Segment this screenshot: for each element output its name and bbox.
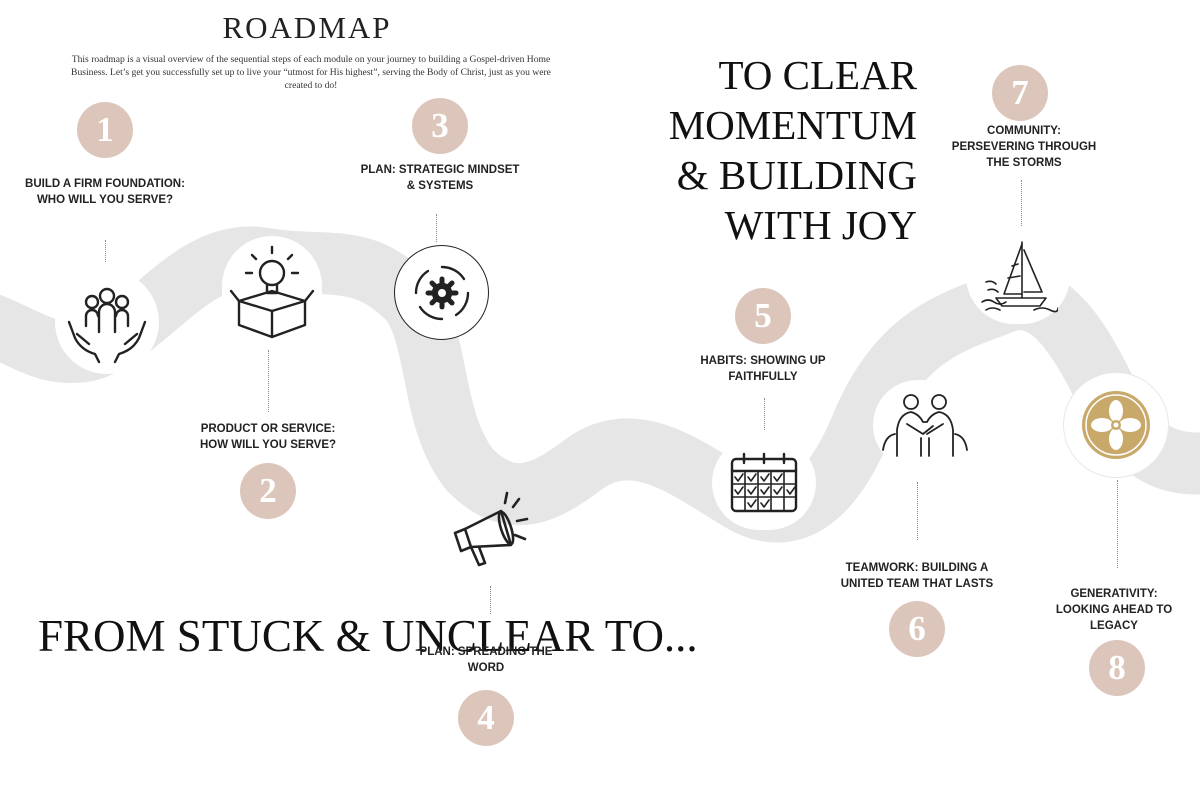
step-8-number: 8 xyxy=(1089,640,1145,696)
headline-left: FROM STUCK & UNCLEAR TO... xyxy=(38,611,698,661)
step-7-label-line2: PERSEVERING THROUGH xyxy=(951,141,1097,153)
step-8-connector xyxy=(1117,480,1118,568)
step-1-label: BUILD A FIRM FOUNDATION: WHO WILL YOU SE… xyxy=(5,176,205,208)
step-5-label: HABITS: SHOWING UP FAITHFULLY xyxy=(663,353,863,385)
step-3-number: 3 xyxy=(412,98,468,154)
step-1-label-line2: WHO WILL YOU SERVE? xyxy=(36,194,174,206)
step-6-label-line1: TEAMWORK: BUILDING A xyxy=(845,562,989,574)
intro-text: This roadmap is a visual overview of the… xyxy=(71,54,551,91)
headline-right: TO CLEAR MOMENTUM & BUILDING WITH JOY xyxy=(668,52,917,248)
step-5-label-line2: FAITHFULLY xyxy=(728,371,798,383)
step-2-label-line1: PRODUCT OR SERVICE: xyxy=(200,423,336,435)
teamwork-icon xyxy=(873,380,977,470)
step-8-label: GENERATIVITY: LOOKING AHEAD TO LEGACY xyxy=(1014,586,1200,634)
step-3-label-line1: PLAN: STRATEGIC MINDSET xyxy=(360,164,520,176)
step-2-number: 2 xyxy=(240,463,296,519)
sailboat-icon xyxy=(966,228,1070,324)
step-8-label-line1: GENERATIVITY: xyxy=(1070,588,1158,600)
step-4-label-line1: PLAN: SPREADING THE xyxy=(419,646,553,658)
step-7-number: 7 xyxy=(992,65,1048,121)
gear-icon xyxy=(394,245,489,340)
page-title: ROADMAP xyxy=(222,10,392,45)
step-4-number: 4 xyxy=(458,690,514,746)
step-7-connector xyxy=(1021,180,1022,226)
step-7-label-line3: THE STORMS xyxy=(986,157,1062,169)
step-3-label-line2: & SYSTEMS xyxy=(406,180,474,192)
step-7-label-line1: COMMUNITY: xyxy=(987,125,1061,137)
step-7-label: COMMUNITY: PERSEVERING THROUGH THE STORM… xyxy=(924,123,1124,171)
flower-emblem-icon xyxy=(1064,373,1168,477)
step-1-label-line1: BUILD A FIRM FOUNDATION: xyxy=(25,178,185,190)
step-4-connector xyxy=(490,586,491,614)
step-2-label-line2: HOW WILL YOU SERVE? xyxy=(199,439,337,451)
step-5-connector xyxy=(764,398,765,430)
step-3-label: PLAN: STRATEGIC MINDSET & SYSTEMS xyxy=(340,162,540,194)
step-5-label-line1: HABITS: SHOWING UP xyxy=(700,355,826,367)
step-8-label-line3: LEGACY xyxy=(1090,620,1138,632)
step-6-connector xyxy=(917,482,918,540)
step-4-label-line2: WORD xyxy=(467,662,505,674)
step-8-label-line2: LOOKING AHEAD TO xyxy=(1055,604,1173,616)
lightbulb-box-icon xyxy=(222,236,322,346)
step-1-number: 1 xyxy=(77,102,133,158)
step-5-number: 5 xyxy=(735,288,791,344)
step-6-label: TEAMWORK: BUILDING A UNITED TEAM THAT LA… xyxy=(817,560,1017,592)
step-2-label: PRODUCT OR SERVICE: HOW WILL YOU SERVE? xyxy=(168,421,368,453)
step-6-number: 6 xyxy=(889,601,945,657)
step-6-label-line2: UNITED TEAM THAT LASTS xyxy=(840,578,994,590)
people-in-hands-icon xyxy=(55,270,159,374)
megaphone-icon xyxy=(440,482,536,578)
step-2-connector xyxy=(268,350,269,412)
step-3-connector xyxy=(436,214,437,242)
step-4-label: PLAN: SPREADING THE WORD xyxy=(386,644,586,676)
step-1-connector xyxy=(105,240,106,262)
calendar-icon xyxy=(712,436,816,530)
